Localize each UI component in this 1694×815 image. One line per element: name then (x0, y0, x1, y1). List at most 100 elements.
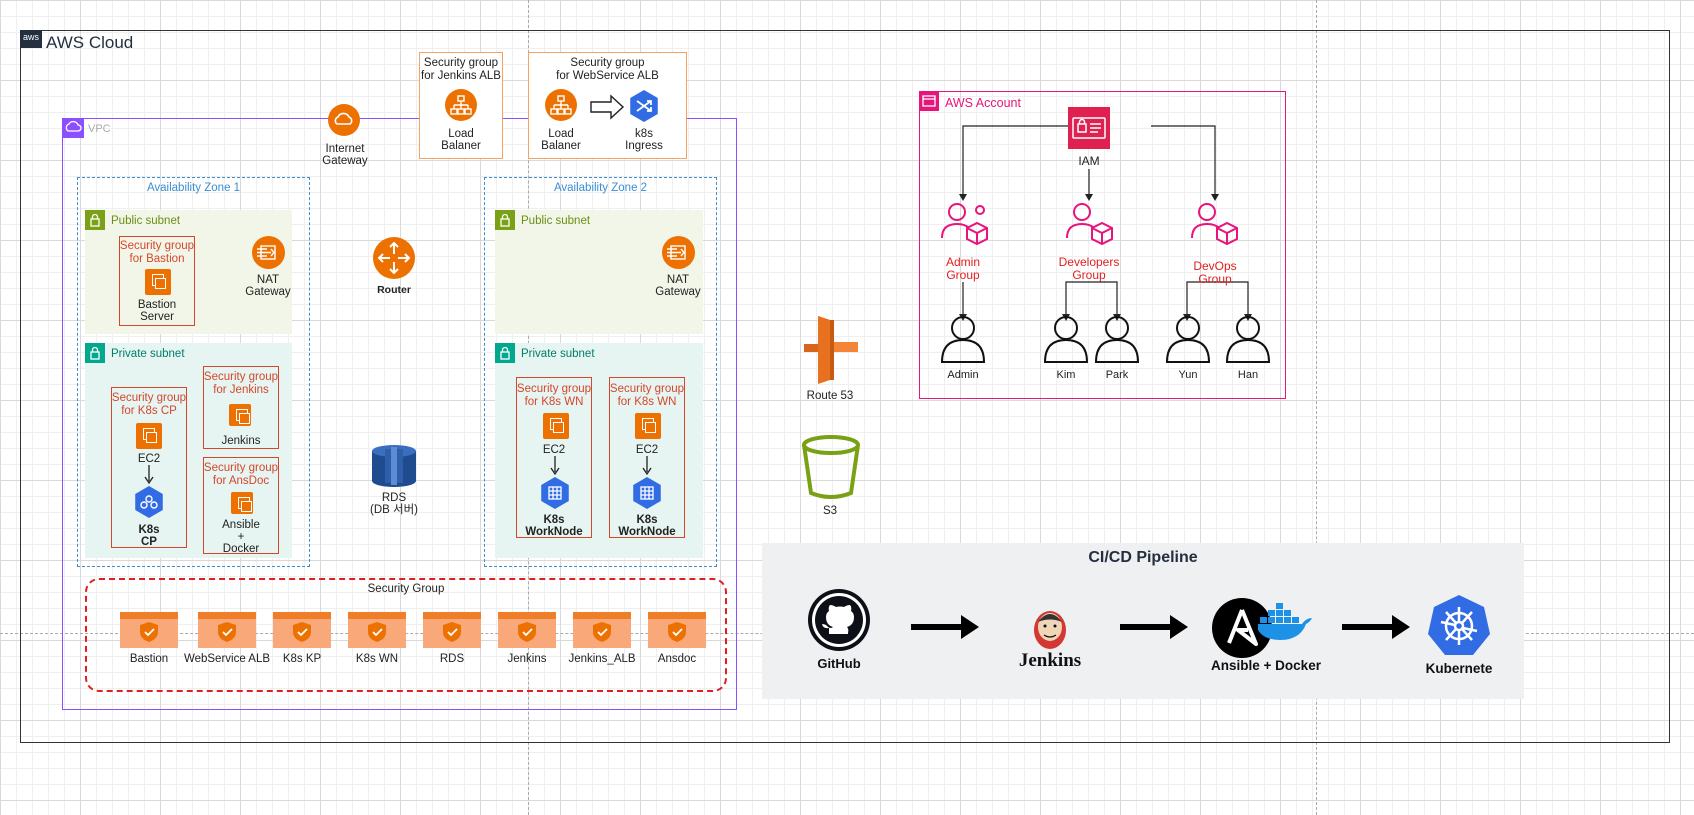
user-icon (1094, 314, 1140, 369)
k8s-ingress-label-2: Ingress (625, 140, 663, 152)
security-group-shield-icon (198, 612, 256, 648)
sg-k8s-wn-2-title-2: for K8s WN (617, 396, 677, 408)
availability-zone-2 (484, 177, 717, 567)
iam-icon (1068, 107, 1110, 149)
arrow-ansible-to-kubernetes-icon (1340, 612, 1412, 647)
wn1-ec2-label: EC2 (542, 444, 566, 456)
security-group-shield-icon (348, 612, 406, 648)
developers-group-label-2: Group (1072, 268, 1106, 282)
user-label: Park (1105, 369, 1129, 381)
docker-icon (1258, 598, 1314, 649)
admin-group-label-2: Group (946, 268, 980, 282)
route53-icon (800, 314, 862, 391)
aws-account-icon (919, 91, 939, 111)
az1-private-subnet-lock-icon (85, 343, 105, 363)
aws-cloud-title: AWS Cloud (46, 33, 134, 52)
sg-jenkins-title-1: Security group (203, 371, 279, 383)
internet-gateway-icon (328, 104, 360, 136)
ansdoc-label-3: Docker (222, 543, 260, 555)
security-group-shield-icon (573, 612, 631, 648)
k8s-cp-label-2: CP (141, 536, 157, 548)
route53-label: Route 53 (806, 390, 854, 402)
jenkins-load-balancer-icon (445, 89, 477, 121)
bastion-label-2: Server (140, 311, 174, 323)
k8s-cp-ec2-label: EC2 (137, 453, 161, 465)
arrow-github-to-jenkins-icon (909, 612, 981, 647)
wn2-ec2-label: EC2 (635, 444, 659, 456)
user-label: Yun (1178, 369, 1198, 381)
sg-jenkins-title-2: for Jenkins (213, 384, 269, 396)
az1-public-subnet-label: Public subnet (111, 215, 181, 227)
sg-k8s-wn-1-box (516, 377, 592, 538)
sg-k8s-cp-title-2: for K8s CP (121, 405, 177, 417)
router-icon (373, 237, 415, 279)
iam-connector-lines (959, 125, 1252, 321)
wn2-k8s-node-icon (633, 477, 661, 509)
az2-public-subnet-label: Public subnet (521, 215, 591, 227)
wn1-label-1: K8s (543, 514, 565, 526)
az1-nat-gateway-icon (252, 236, 285, 269)
sg-ansdoc-title-1: Security group (203, 462, 279, 474)
web-lb-label-2: Balaner (541, 140, 581, 152)
az1-private-subnet-label: Private subnet (111, 348, 185, 360)
security-group-item-label: Jenkins_ALB (568, 653, 636, 665)
k8s-cp-down-arrow-icon (143, 465, 155, 492)
security-group-shield-icon (273, 612, 331, 648)
az1-nat-label-2: Gateway (245, 286, 291, 298)
developers-group-label-1: Developers (1058, 255, 1120, 269)
router-label: Router (377, 284, 411, 296)
user-icon (1225, 314, 1271, 369)
az2-private-subnet (495, 343, 703, 558)
wn1-ec2-icon (543, 413, 569, 439)
sg-jenkins-alb-title-2: for Jenkins ALB (421, 70, 501, 82)
sg-bastion-title-2: for Bastion (129, 253, 185, 265)
wn1-down-arrow-icon (549, 456, 561, 483)
wn2-down-arrow-icon (641, 456, 653, 483)
developers-group-icon (1065, 200, 1115, 255)
security-group-shield-icon (648, 612, 706, 648)
az1-nat-label-1: NAT (256, 274, 280, 286)
sg-web-alb-title-2: for WebService ALB (556, 70, 659, 82)
internet-gateway-label-1: Internet (325, 143, 365, 155)
k8s-ingress-label-1: k8s (635, 128, 653, 140)
rds-label-2: (DB 서버) (370, 504, 418, 516)
lb-to-ingress-arrow-icon (589, 94, 625, 125)
aws-account-container (919, 91, 1286, 399)
az2-nat-label-2: Gateway (655, 286, 701, 298)
security-group-item-label: Bastion (129, 653, 169, 665)
az1-private-subnet (85, 343, 292, 558)
ansible-docker-label: Ansible + Docker (1211, 658, 1321, 673)
admin-group-label-1: Admin (945, 255, 980, 269)
user-icon (1043, 314, 1089, 369)
jenkins-icon (1030, 608, 1070, 657)
security-group-item-label: Jenkins (507, 653, 547, 665)
bastion-ec2-icon (145, 269, 171, 295)
aws-logo-text: aws (22, 32, 39, 42)
k8s-cp-ec2-icon (136, 423, 162, 449)
security-group-item-label: K8s KP (282, 653, 322, 665)
cicd-pipeline-title: CI/CD Pipeline (1088, 549, 1198, 566)
guide-line-vertical-2 (1316, 0, 1317, 815)
security-group-shield-icon (423, 612, 481, 648)
sg-bastion-title-1: Security group (119, 240, 195, 252)
jenkins-lb-label-2: Balaner (441, 140, 481, 152)
rds-icon (372, 443, 416, 494)
ansible-icon (1211, 597, 1273, 664)
wn2-label-1: K8s (636, 514, 658, 526)
wn2-ec2-icon (635, 413, 661, 439)
security-group-item-label: RDS (439, 653, 465, 665)
ansdoc-ec2-icon (231, 492, 253, 514)
sg-k8s-wn-1-title-1: Security group (516, 383, 592, 395)
az2-nat-gateway-icon (662, 236, 695, 269)
az2-public-subnet-lock-icon (495, 210, 515, 230)
sg-k8s-wn-2-box (609, 377, 685, 538)
github-icon (807, 588, 871, 657)
user-icon (940, 314, 986, 369)
az1-title: Availability Zone 1 (146, 182, 241, 194)
sg-jenkins-alb-title-1: Security group (423, 57, 499, 69)
wn1-label-2: WorkNode (525, 526, 583, 538)
admin-group-icon (940, 200, 990, 255)
sg-k8s-cp-title-1: Security group (111, 392, 187, 404)
az2-private-subnet-lock-icon (495, 343, 515, 363)
jenkins-ec2-icon (229, 404, 251, 426)
